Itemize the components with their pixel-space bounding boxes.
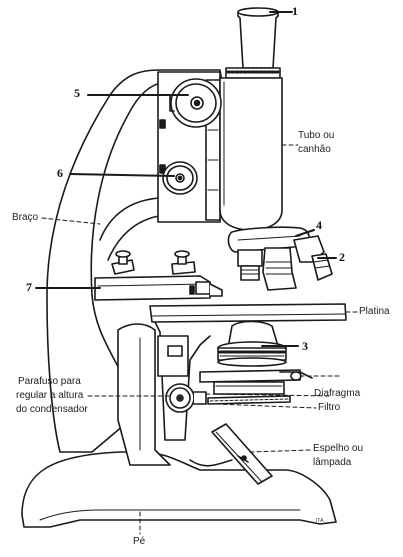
label-condenser-screw-line3: do condensador xyxy=(16,404,88,415)
label-number-1: 1 xyxy=(292,4,298,18)
arm xyxy=(46,69,223,453)
label-condenser-screw-line2: regular a altura xyxy=(16,390,84,401)
condenser xyxy=(217,320,287,367)
nosepiece xyxy=(227,226,310,253)
label-condenser-screw-line1: Parafuso para xyxy=(18,376,81,387)
objective-right xyxy=(293,235,333,281)
mirror xyxy=(189,423,273,485)
label-tube-line1: Tubo ou xyxy=(298,130,335,141)
eyepiece xyxy=(237,11,279,69)
label-diaphragm: Diafragma xyxy=(314,388,361,399)
label-mirror-line2: lâmpada xyxy=(313,457,352,468)
objective-center xyxy=(262,247,297,291)
label-number-2: 2 xyxy=(339,250,345,264)
coarse-focus-knob xyxy=(169,78,222,128)
condenser-height-knob xyxy=(165,383,207,413)
mechanical-stage xyxy=(94,250,223,301)
label-number-5: 5 xyxy=(74,86,80,100)
label-number-4: 4 xyxy=(316,218,322,232)
label-number-6: 6 xyxy=(57,166,63,180)
leader-lines xyxy=(35,11,359,535)
arm-pillar xyxy=(117,323,171,466)
label-mirror-line1: Espelho ou xyxy=(313,443,364,454)
label-filter: Filtro xyxy=(318,402,341,413)
label-tube-line2: canhão xyxy=(298,144,331,155)
label-stage: Platina xyxy=(359,306,390,317)
objective-left xyxy=(237,249,263,281)
label-number-3: 3 xyxy=(302,339,308,353)
label-foot: Pé xyxy=(133,536,146,547)
fine-focus-knob xyxy=(162,161,198,195)
body-tube xyxy=(219,77,283,231)
svg-text:ITA: ITA xyxy=(316,518,324,524)
base-foot xyxy=(21,451,337,528)
label-number-7: 7 xyxy=(26,280,32,294)
diaphragm xyxy=(199,369,313,405)
label-arm: Braço xyxy=(12,212,39,223)
stage-plate xyxy=(149,303,347,323)
